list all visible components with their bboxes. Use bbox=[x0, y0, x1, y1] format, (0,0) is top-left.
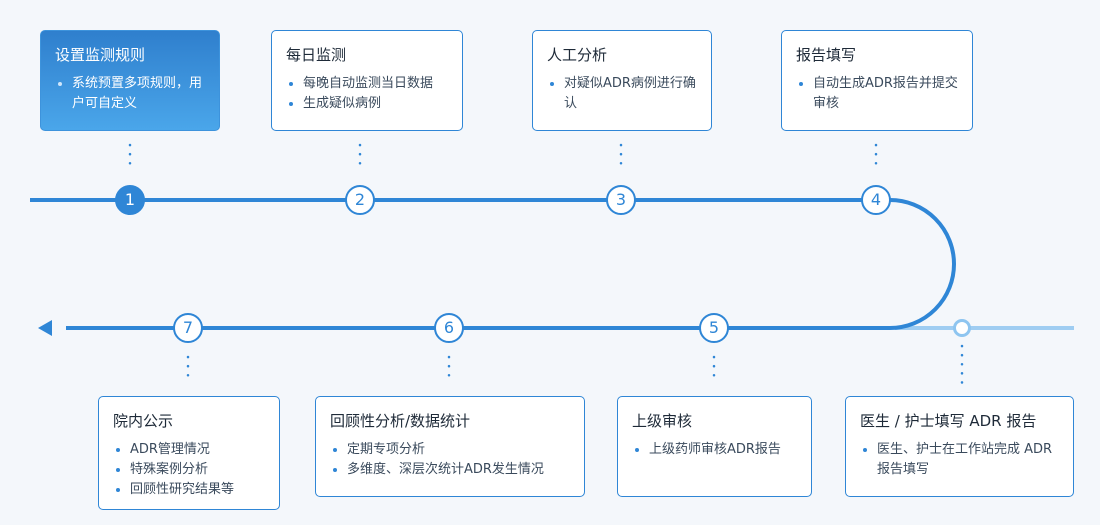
step-card-4[interactable]: 报告填写 自动生成ADR报告并提交审核 bbox=[781, 30, 973, 131]
step-items: 每晚自动监测当日数据 生成疑似病例 bbox=[286, 74, 448, 114]
step-card-2[interactable]: 每日监测 每晚自动监测当日数据 生成疑似病例 bbox=[271, 30, 463, 131]
step-items: ADR管理情况 特殊案例分析 回顾性研究结果等 bbox=[113, 440, 265, 500]
origin-items: 医生、护士在工作站完成 ADR 报告填写 bbox=[860, 440, 1059, 480]
origin-node bbox=[953, 319, 971, 337]
dotted-connectors bbox=[128, 143, 964, 385]
arrow-left-icon bbox=[38, 320, 52, 336]
step-title: 设置监测规则 bbox=[55, 46, 146, 64]
step-title: 每日监测 bbox=[286, 46, 347, 64]
step-item: 生成疑似病例 bbox=[286, 94, 448, 114]
step-item: 上级药师审核ADR报告 bbox=[632, 440, 797, 460]
step-card-1[interactable]: 设置监测规则 系统预置多项规则，用户可自定义 bbox=[40, 30, 220, 131]
step-title: 院内公示 bbox=[113, 412, 174, 430]
step-item: ADR管理情况 bbox=[113, 440, 265, 460]
step-title: 人工分析 bbox=[547, 46, 608, 64]
step-6-marker[interactable]: 6 bbox=[434, 313, 464, 343]
step-card-3[interactable]: 人工分析 对疑似ADR病例进行确认 bbox=[532, 30, 712, 131]
step-7-marker[interactable]: 7 bbox=[173, 313, 203, 343]
origin-item: 医生、护士在工作站完成 ADR 报告填写 bbox=[860, 440, 1059, 480]
step-3-marker[interactable]: 3 bbox=[606, 185, 636, 215]
step-item: 对疑似ADR病例进行确认 bbox=[547, 74, 697, 114]
step-card-5[interactable]: 上级审核 上级药师审核ADR报告 bbox=[617, 396, 812, 497]
step-title: 回顾性分析/数据统计 bbox=[330, 412, 471, 430]
step-items: 定期专项分析 多维度、深层次统计ADR发生情况 bbox=[330, 440, 570, 480]
step-5-marker[interactable]: 5 bbox=[699, 313, 729, 343]
step-card-7[interactable]: 院内公示 ADR管理情况 特殊案例分析 回顾性研究结果等 bbox=[98, 396, 280, 510]
step-item: 特殊案例分析 bbox=[113, 460, 265, 480]
process-line bbox=[30, 198, 956, 330]
origin-title: 医生 / 护士填写 ADR 报告 bbox=[860, 412, 1037, 430]
step-item: 多维度、深层次统计ADR发生情况 bbox=[330, 460, 570, 480]
step-items: 系统预置多项规则，用户可自定义 bbox=[55, 74, 205, 114]
step-2-marker[interactable]: 2 bbox=[345, 185, 375, 215]
step-1-marker[interactable]: 1 bbox=[115, 185, 145, 215]
step-items: 上级药师审核ADR报告 bbox=[632, 440, 797, 460]
step-item: 自动生成ADR报告并提交审核 bbox=[796, 74, 958, 114]
step-item: 回顾性研究结果等 bbox=[113, 480, 265, 500]
origin-card[interactable]: 医生 / 护士填写 ADR 报告 医生、护士在工作站完成 ADR 报告填写 bbox=[845, 396, 1074, 497]
step-title: 报告填写 bbox=[796, 46, 857, 64]
step-items: 自动生成ADR报告并提交审核 bbox=[796, 74, 958, 114]
step-4-marker[interactable]: 4 bbox=[861, 185, 891, 215]
step-title: 上级审核 bbox=[632, 412, 693, 430]
step-card-6[interactable]: 回顾性分析/数据统计 定期专项分析 多维度、深层次统计ADR发生情况 bbox=[315, 396, 585, 497]
step-item: 定期专项分析 bbox=[330, 440, 570, 460]
step-items: 对疑似ADR病例进行确认 bbox=[547, 74, 697, 114]
step-item: 系统预置多项规则，用户可自定义 bbox=[55, 74, 205, 114]
step-item: 每晚自动监测当日数据 bbox=[286, 74, 448, 94]
